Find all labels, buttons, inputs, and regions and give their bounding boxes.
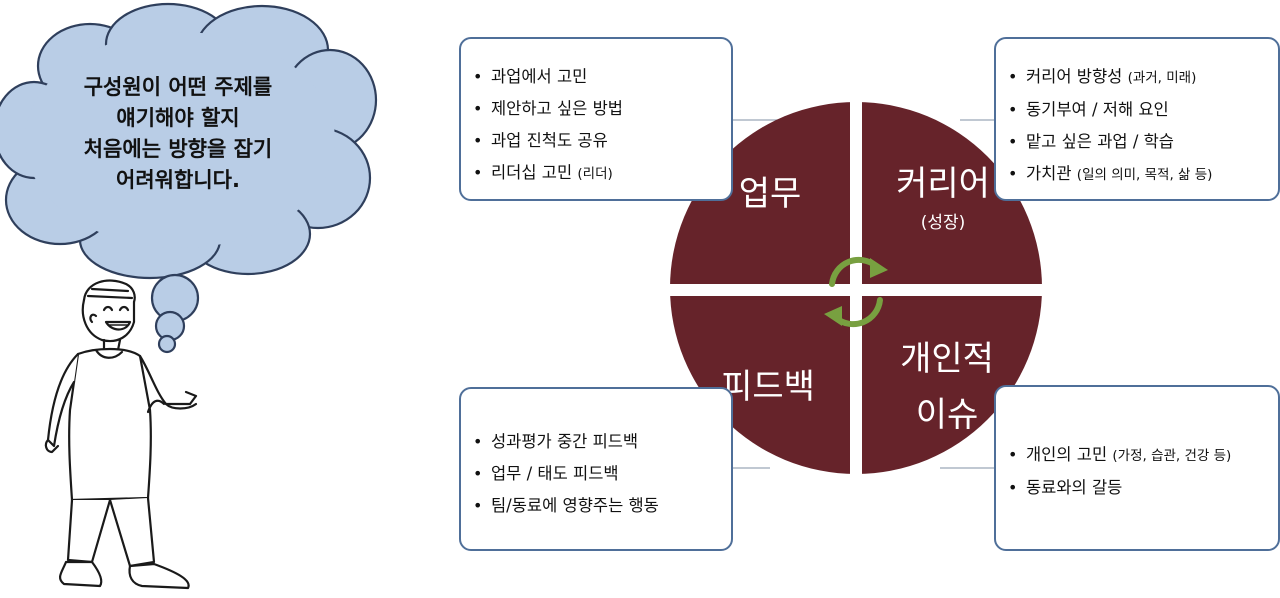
list-item-text: 팀/동료에 영향주는 행동 xyxy=(491,496,659,515)
quadrant-work-label: 업무 xyxy=(738,174,802,214)
list-item-note: (가정, 습관, 건강 등) xyxy=(1112,448,1232,464)
quadrant-career-label: 커리어 xyxy=(896,164,990,204)
list-item-text: 가치관 xyxy=(1026,164,1077,183)
list-item-text: 제안하고 싶은 방법 xyxy=(491,99,623,118)
list-item-note: (일의 의미, 목적, 삶 등) xyxy=(1076,167,1213,183)
quadrant-personal-label-line1: 개인적 xyxy=(900,339,994,379)
quadrant-personal-label-line2: 이슈 xyxy=(915,395,979,435)
quadrant-feedback-label: 피드백 xyxy=(721,367,815,407)
list-item: 제안하고 싶은 방법 xyxy=(469,93,731,125)
feedback-topics-box: 성과평가 중간 피드백 업무 / 태도 피드백 팀/동료에 영향주는 행동 xyxy=(459,387,733,551)
list-item: 성과평가 중간 피드백 xyxy=(469,426,731,458)
personal-issues-box: 개인의 고민 (가정, 습관, 건강 등) 동료와의 갈등 xyxy=(994,385,1280,551)
list-item-text: 동료와의 갈등 xyxy=(1026,478,1123,497)
list-item: 팀/동료에 영향주는 행동 xyxy=(469,490,731,522)
list-item: 맡고 싶은 과업 / 학습 xyxy=(1004,126,1278,158)
list-item-text: 개인의 고민 xyxy=(1026,445,1113,464)
list-item-text: 업무 / 태도 피드백 xyxy=(491,464,619,483)
career-topics-box: 커리어 방향성 (과거, 미래) 동기부여 / 저해 요인 맡고 싶은 과업 /… xyxy=(994,37,1280,201)
list-item: 동기부여 / 저해 요인 xyxy=(1004,94,1278,126)
career-topics-list: 커리어 방향성 (과거, 미래) 동기부여 / 저해 요인 맡고 싶은 과업 /… xyxy=(1004,61,1278,191)
quadrant-career-sublabel: (성장) xyxy=(920,213,966,233)
list-item: 리더십 고민 (리더) xyxy=(469,157,731,190)
list-item-text: 동기부여 / 저해 요인 xyxy=(1026,100,1169,119)
list-item: 과업에서 고민 xyxy=(469,61,731,93)
list-item-text: 과업에서 고민 xyxy=(491,67,588,86)
list-item-text: 리더십 고민 xyxy=(491,163,578,182)
person-illustration xyxy=(44,279,198,590)
list-item: 과업 진척도 공유 xyxy=(469,125,731,157)
list-item-note: (과거, 미래) xyxy=(1127,70,1197,86)
list-item: 업무 / 태도 피드백 xyxy=(469,458,731,490)
list-item-text: 커리어 방향성 xyxy=(1026,67,1128,86)
personal-issues-list: 개인의 고민 (가정, 습관, 건강 등) 동료와의 갈등 xyxy=(1004,439,1278,504)
list-item: 가치관 (일의 의미, 목적, 삶 등) xyxy=(1004,158,1278,191)
thought-cloud xyxy=(0,2,378,590)
feedback-topics-list: 성과평가 중간 피드백 업무 / 태도 피드백 팀/동료에 영향주는 행동 xyxy=(469,426,731,522)
list-item: 개인의 고민 (가정, 습관, 건강 등) xyxy=(1004,439,1278,472)
list-item-note: (리더) xyxy=(577,166,613,182)
list-item: 커리어 방향성 (과거, 미래) xyxy=(1004,61,1278,94)
list-item: 동료와의 갈등 xyxy=(1004,472,1278,504)
thought-line: 어려워합니다. xyxy=(116,168,240,192)
thought-bubble-text: 구성원이 어떤 주제를 얘기해야 할지 처음에는 방향을 잡기 어려워합니다. xyxy=(28,72,328,196)
thought-line: 구성원이 어떤 주제를 xyxy=(83,75,273,99)
thought-line: 처음에는 방향을 잡기 xyxy=(83,137,273,161)
thought-line: 얘기해야 할지 xyxy=(116,106,240,130)
work-topics-box: 과업에서 고민 제안하고 싶은 방법 과업 진척도 공유 리더십 고민 (리더) xyxy=(459,37,733,201)
list-item-text: 성과평가 중간 피드백 xyxy=(491,432,639,451)
list-item-text: 과업 진척도 공유 xyxy=(491,131,608,150)
work-topics-list: 과업에서 고민 제안하고 싶은 방법 과업 진척도 공유 리더십 고민 (리더) xyxy=(469,61,731,190)
list-item-text: 맡고 싶은 과업 / 학습 xyxy=(1026,132,1174,151)
horizontal-divider xyxy=(664,284,1048,296)
